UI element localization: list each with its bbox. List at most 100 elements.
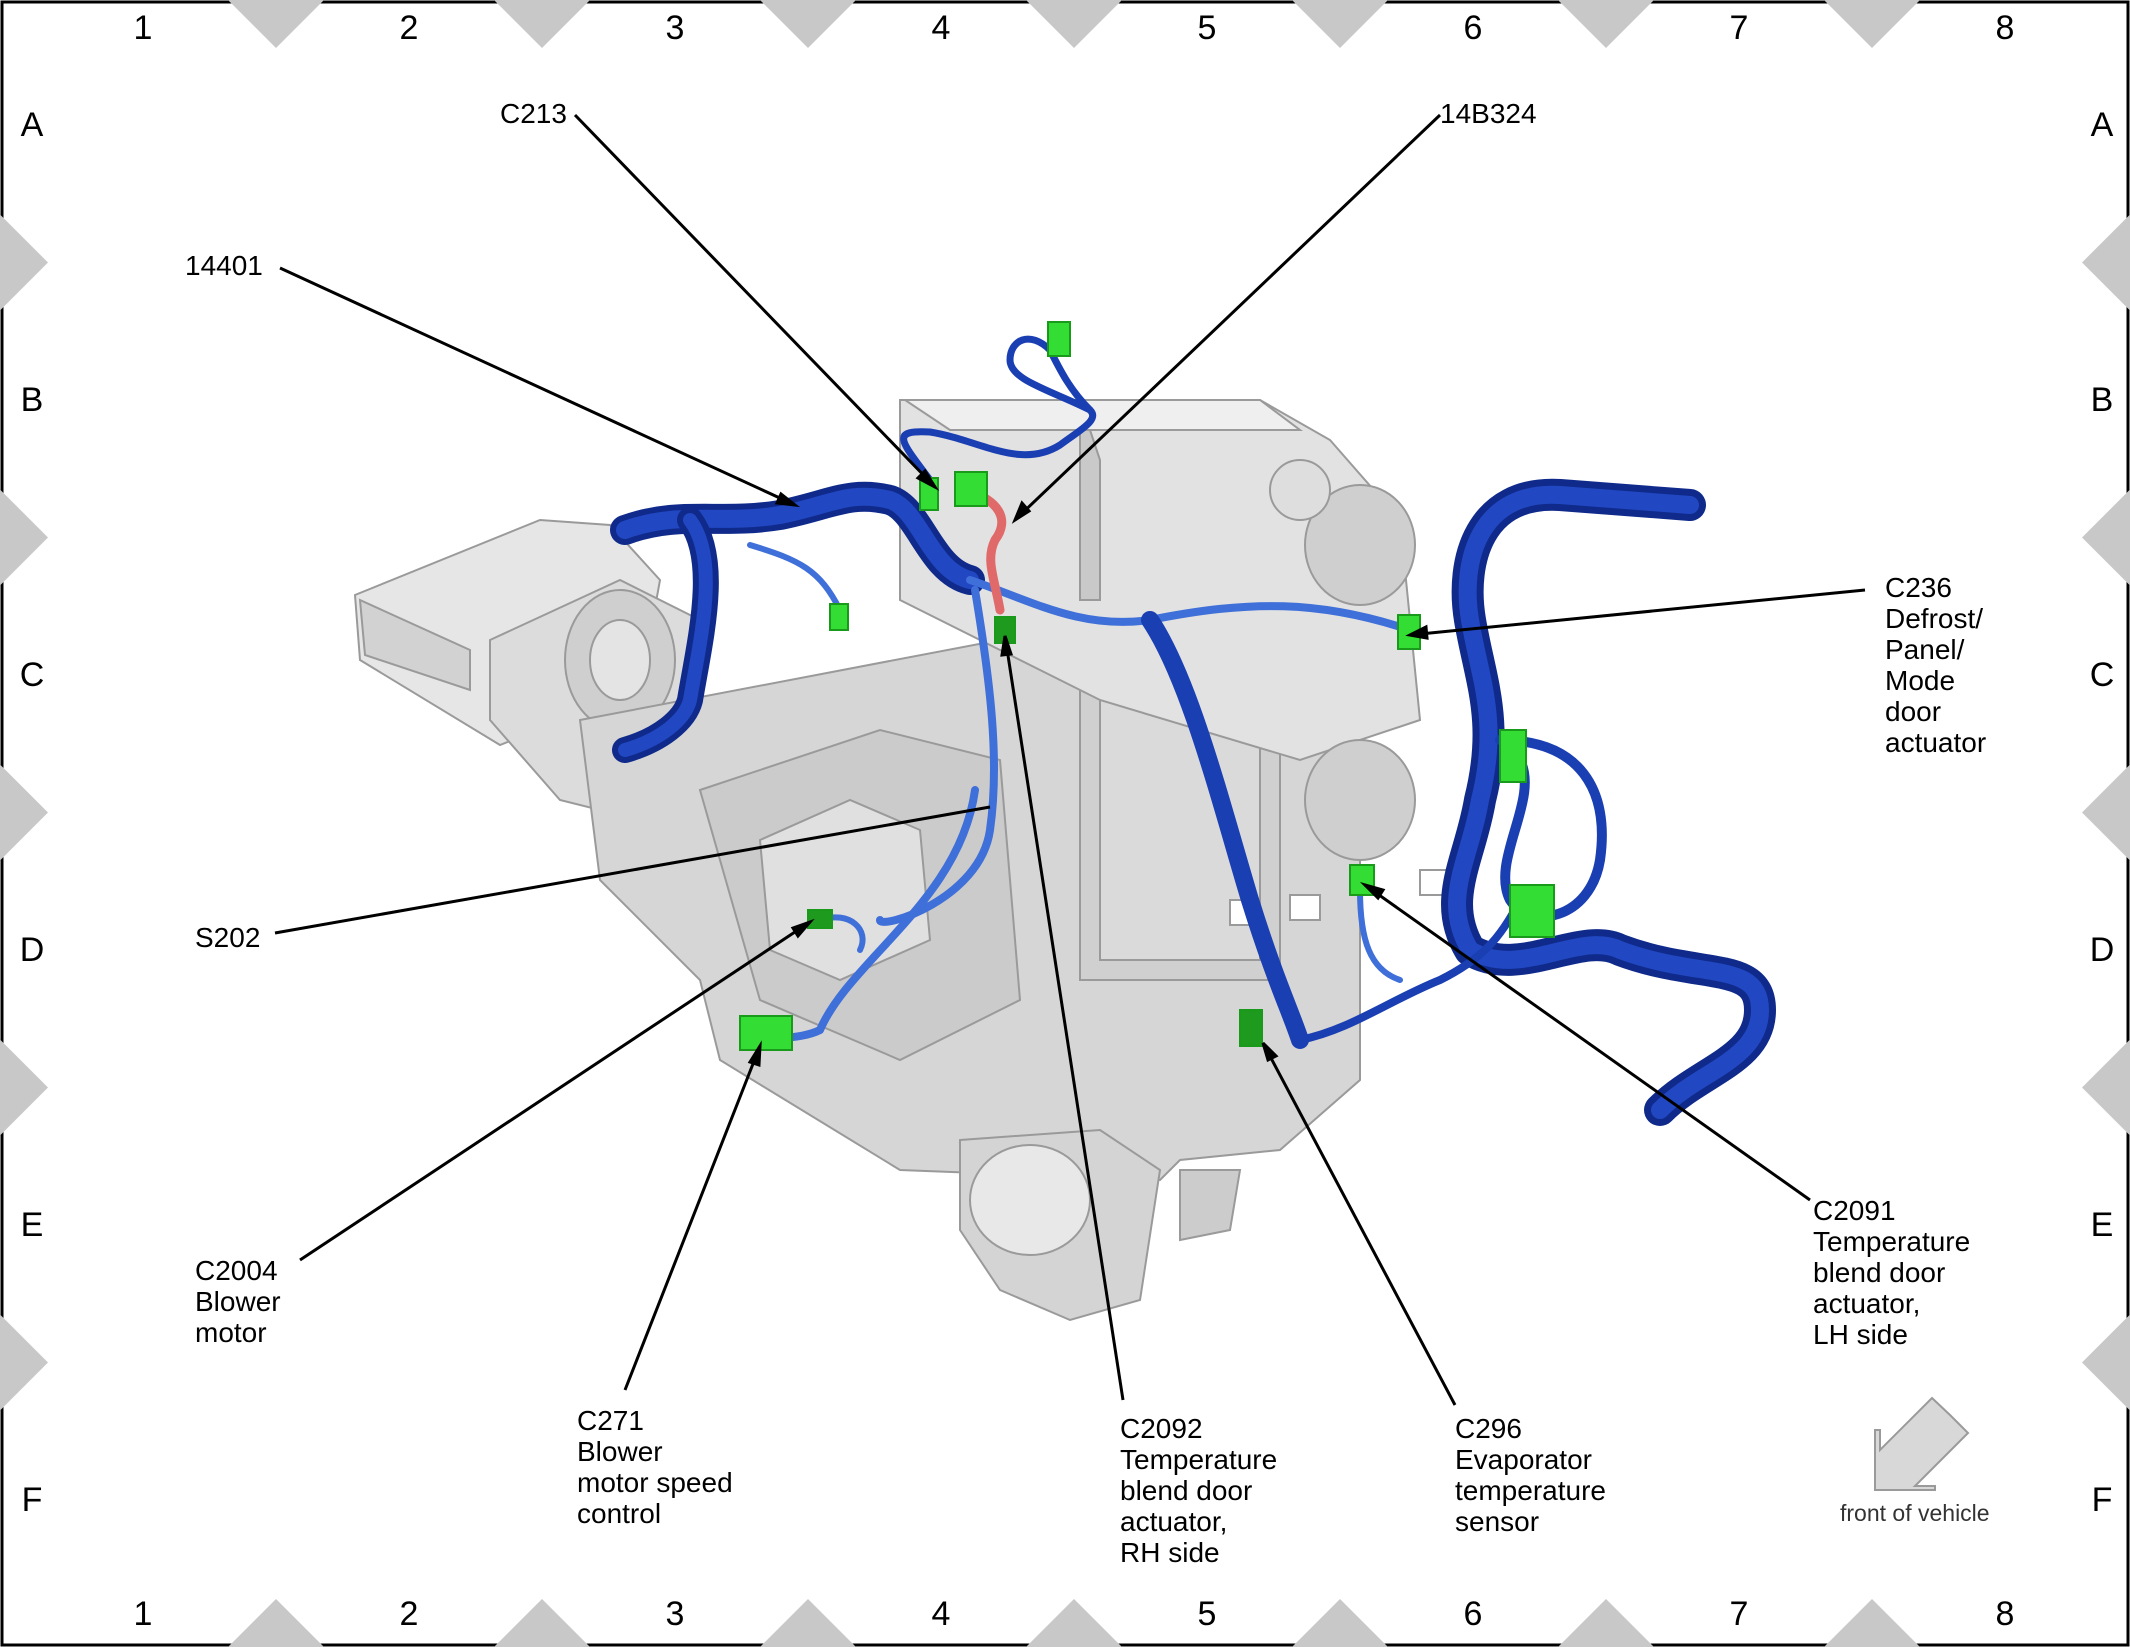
leader-14401 — [279, 266, 796, 507]
callout-c236-line-4: Mode — [1885, 665, 1956, 696]
grid-column-bottom-7: 7 — [1729, 1595, 1749, 1633]
callout-c236: C236 Defrost/ Panel/ Mode door actuator — [1885, 572, 1986, 758]
leader-c2092 — [1003, 635, 1125, 1401]
leader-c2004 — [299, 920, 811, 1262]
grid-marker-right — [2082, 764, 2130, 861]
grid-row-right-C: C — [2089, 656, 2115, 694]
grid-marker-left — [0, 489, 48, 586]
connector-c271 — [807, 909, 833, 929]
callout-c213: C213 — [500, 98, 567, 129]
grid-marker-bottom — [760, 1599, 856, 1647]
grid-column-bottom-5: 5 — [1197, 1595, 1217, 1633]
callout-c236-line-3: Panel/ — [1885, 634, 1965, 665]
front-of-vehicle-label: front of vehicle — [1840, 1500, 1990, 1526]
callout-c2004-line-3: motor — [195, 1317, 267, 1348]
grid-row-left-D: D — [19, 931, 45, 969]
grid-column-top-2: 2 — [399, 9, 419, 47]
callout-c2091-line-4: actuator, — [1813, 1288, 1921, 1319]
grid-marker-right — [2082, 1314, 2130, 1411]
leader-lines — [274, 113, 1866, 1406]
grid-marker-left — [0, 214, 48, 311]
grid-column-top-3: 3 — [665, 9, 685, 47]
grid-column-bottom-4: 4 — [931, 1595, 951, 1633]
grid-column-top-7: 7 — [1729, 9, 1749, 47]
grid-column-bottom-6: 6 — [1463, 1595, 1483, 1633]
callout-c2004-line-1: C2004 — [195, 1255, 278, 1286]
callout-c271-line-1: C271 — [577, 1405, 644, 1436]
leader-s202 — [274, 805, 991, 935]
grid-marker-left — [0, 1314, 48, 1411]
callout-c2092-line-4: actuator, — [1120, 1506, 1228, 1537]
callout-c2091: C2091 Temperature blend door actuator, L… — [1813, 1195, 1970, 1350]
connector-c213 — [954, 471, 988, 507]
grid-marker-bottom — [1292, 1599, 1388, 1647]
wiring-harness — [610, 335, 1776, 1126]
grid-column-top-4: 4 — [931, 9, 951, 47]
leader-c2091 — [1364, 883, 1811, 1202]
grid-marker-left — [0, 1039, 48, 1136]
grid-row-right-E: E — [2090, 1206, 2114, 1244]
leader-c236 — [1409, 588, 1866, 637]
grid-marker-bottom — [1558, 1599, 1654, 1647]
callout-c2092: C2092 Temperature blend door actuator, R… — [1120, 1413, 1277, 1568]
grid-row-right-D: D — [2089, 931, 2115, 969]
grid-row-left-F: F — [21, 1481, 43, 1519]
leader-c296 — [1261, 1042, 1457, 1406]
grid-marker-bottom — [1026, 1599, 1122, 1647]
callout-c2091-line-5: LH side — [1813, 1319, 1908, 1350]
callout-s202: S202 — [195, 922, 260, 953]
grid-row-right-A: A — [2090, 106, 2114, 144]
leader-14b324 — [1013, 113, 1442, 522]
grid-row-right-F: F — [2091, 1481, 2113, 1519]
grid-row-left-A: A — [20, 106, 44, 144]
grid-column-top-5: 5 — [1197, 9, 1217, 47]
callout-c236-line-5: door — [1885, 696, 1942, 727]
grid-column-top-6: 6 — [1463, 9, 1483, 47]
callout-14401: 14401 — [185, 250, 263, 281]
grid-marker-right — [2082, 1039, 2130, 1136]
grid-marker-left — [0, 764, 48, 861]
grid-marker-bottom — [1824, 1599, 1920, 1647]
callout-c236-line-6: actuator — [1885, 727, 1987, 758]
callout-c296-line-2: Evaporator — [1455, 1444, 1592, 1475]
grid-column-top-8: 8 — [1995, 9, 2015, 47]
grid-column-bottom-2: 2 — [399, 1595, 419, 1633]
grid-column-bottom-8: 8 — [1995, 1595, 2015, 1633]
callout-c2091-line-3: blend door — [1813, 1257, 1946, 1288]
grid-column-bottom-3: 3 — [665, 1595, 685, 1633]
grid-marker-bottom — [494, 1599, 590, 1647]
grid-row-left-E: E — [20, 1206, 44, 1244]
callout-14b324-text: 14B324 — [1440, 98, 1537, 129]
grid-column-bottom-1: 1 — [133, 1595, 153, 1633]
grid-marker-top — [1292, 0, 1388, 48]
grid-marker-top — [1026, 0, 1122, 48]
grid-column-top-1: 1 — [133, 9, 153, 47]
grid-marker-top — [494, 0, 590, 48]
arrow-down-left-icon — [1874, 1396, 1970, 1491]
callout-c236-line-1: C236 — [1885, 572, 1952, 603]
grid-marker-top — [228, 0, 324, 48]
callout-c296-line-1: C296 — [1455, 1413, 1522, 1444]
callout-c296: C296 Evaporator temperature sensor — [1455, 1413, 1606, 1537]
callout-c2091-line-1: C2091 — [1813, 1195, 1896, 1226]
callout-c2092-line-5: RH side — [1120, 1537, 1220, 1568]
callout-c271-line-3: motor speed — [577, 1467, 733, 1498]
grid-marker-top — [1558, 0, 1654, 48]
callout-c271-line-2: Blower — [577, 1436, 663, 1467]
grid-marker-bottom — [228, 1599, 324, 1647]
grid-row-right-B: B — [2090, 381, 2114, 419]
callout-c2004-line-2: Blower — [195, 1286, 281, 1317]
callout-c2091-line-2: Temperature — [1813, 1226, 1971, 1257]
callout-c296-line-3: temperature — [1455, 1475, 1606, 1506]
callout-c2092-line-3: blend door — [1120, 1475, 1253, 1506]
callout-c2092-line-1: C2092 — [1120, 1413, 1203, 1444]
callout-14401-text: 14401 — [185, 250, 263, 281]
grid-marker-right — [2082, 489, 2130, 586]
callout-c236-line-2: Defrost/ — [1885, 603, 1984, 634]
callout-14b324: 14B324 — [1440, 98, 1537, 129]
callout-c271: C271 Blower motor speed control — [577, 1405, 733, 1529]
callout-c213-text: C213 — [500, 98, 567, 129]
